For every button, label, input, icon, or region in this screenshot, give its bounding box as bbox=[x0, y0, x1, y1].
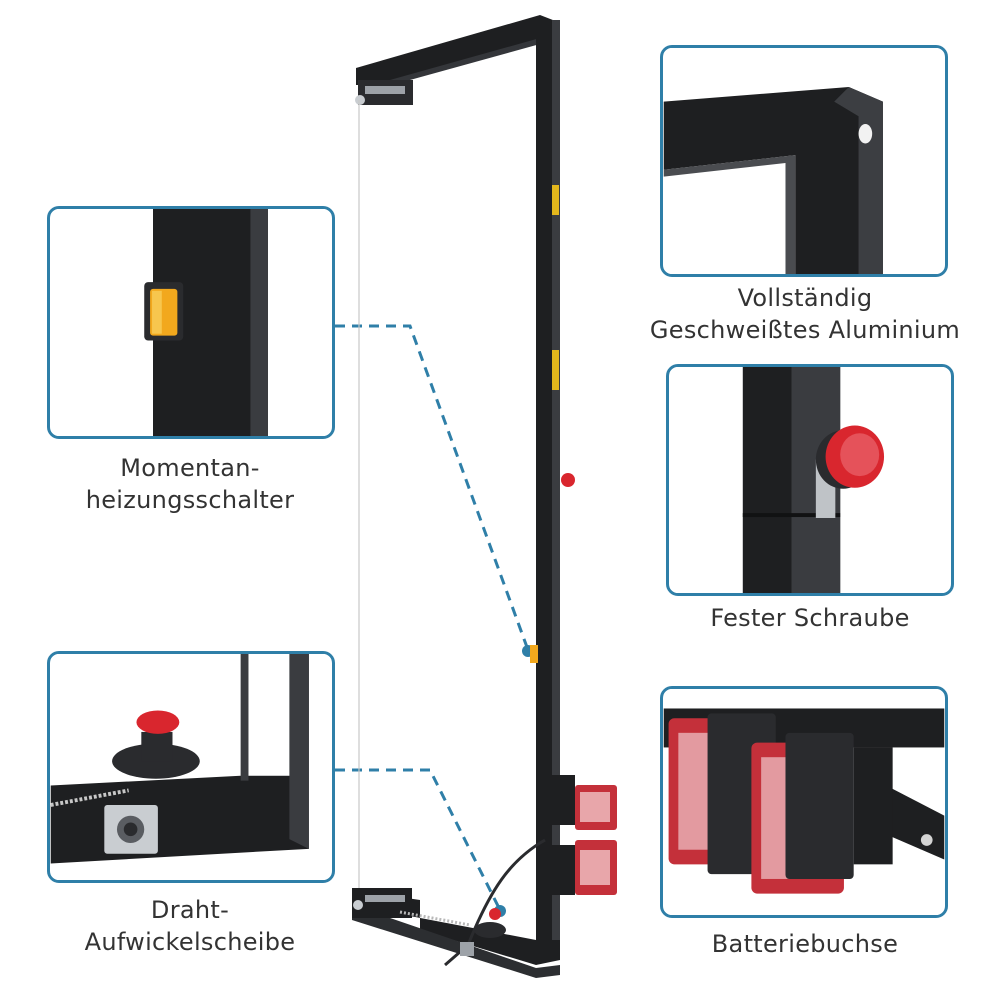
callout-lines bbox=[335, 324, 530, 911]
caption-battery: Batteriebuchse bbox=[655, 928, 955, 960]
caption-winder-line2: Aufwickelscheibe bbox=[84, 928, 296, 956]
detail-panel-aluminium bbox=[660, 45, 948, 277]
caption-switch: Momentan- heizungsschalter bbox=[40, 452, 340, 516]
caption-battery-line1: Batteriebuchse bbox=[711, 930, 899, 958]
caption-switch-line1: Momentan- bbox=[120, 454, 260, 482]
frame-top-arm bbox=[356, 15, 558, 85]
caption-winder-line1: Draht- bbox=[150, 896, 230, 924]
detail-panel-screw bbox=[666, 364, 954, 596]
frame-battery-packs bbox=[540, 775, 617, 895]
detail-panel-winder bbox=[47, 651, 335, 883]
amber-switch-icon bbox=[50, 209, 332, 436]
caption-winder: Draht- Aufwickelscheibe bbox=[40, 894, 340, 958]
caption-screw: Fester Schraube bbox=[660, 602, 960, 634]
frame-amber-switch bbox=[530, 645, 538, 663]
caption-aluminium-line1: Vollständig bbox=[737, 284, 873, 312]
detail-panel-battery bbox=[660, 686, 948, 918]
callout-line-switch bbox=[335, 324, 530, 651]
callout-line-winder bbox=[335, 768, 502, 911]
frame-red-knob bbox=[561, 473, 575, 487]
caption-aluminium: Vollständig Geschweißtes Aluminium bbox=[630, 282, 980, 346]
caption-aluminium-line2: Geschweißtes Aluminium bbox=[649, 316, 961, 344]
detail-panel-switch bbox=[47, 206, 335, 439]
caption-switch-line2: heizungsschalter bbox=[85, 486, 295, 514]
red-knob-icon bbox=[669, 367, 951, 593]
winding-disc-icon bbox=[50, 654, 332, 880]
battery-pack-icon bbox=[663, 689, 945, 915]
welded-corner-icon bbox=[663, 48, 945, 274]
caption-screw-line1: Fester Schraube bbox=[710, 604, 910, 632]
